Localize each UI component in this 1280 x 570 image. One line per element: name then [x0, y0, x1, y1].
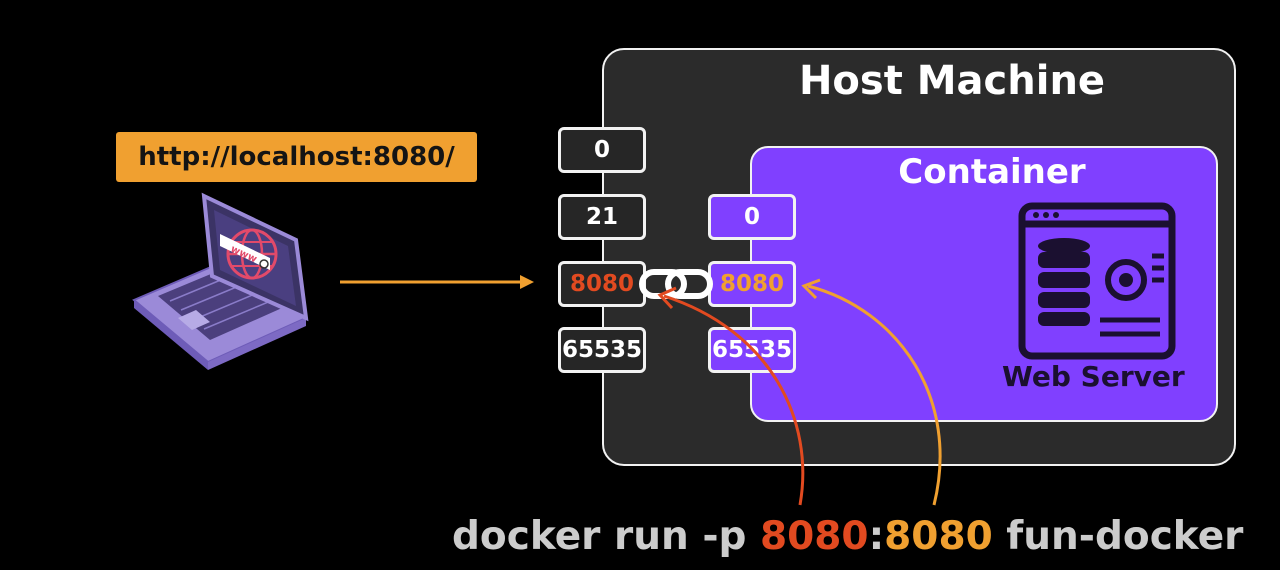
- host-port-21: 21: [558, 194, 646, 240]
- web-server-label: Web Server: [1002, 360, 1185, 393]
- command-prefix: docker run -p: [452, 514, 761, 559]
- chain-link-icon: [639, 269, 713, 299]
- host-port-mapping-arrow: [657, 286, 805, 506]
- command-separator: :: [868, 514, 885, 559]
- command-container-port: 8080: [884, 514, 993, 559]
- laptop-browser-icon: www: [132, 192, 309, 370]
- container-port-mapping-arrow: [801, 278, 942, 506]
- container-title: Container: [898, 152, 1086, 192]
- command-host-port: 8080: [760, 514, 869, 559]
- request-arrow: [340, 275, 534, 289]
- host-port-0: 0: [558, 127, 646, 173]
- host-machine-title: Host Machine: [798, 58, 1106, 104]
- web-server-database-icon: [1018, 202, 1176, 360]
- container-port-65535: 65535: [708, 327, 796, 373]
- docker-command: docker run -p 8080:8080 fun-docker: [452, 514, 1272, 559]
- container-port-8080: 8080: [708, 261, 796, 307]
- host-port-65535: 65535: [558, 327, 646, 373]
- command-suffix: fun-docker: [992, 514, 1244, 559]
- container-port-0: 0: [708, 194, 796, 240]
- url-label: http://localhost:8080/: [116, 132, 477, 182]
